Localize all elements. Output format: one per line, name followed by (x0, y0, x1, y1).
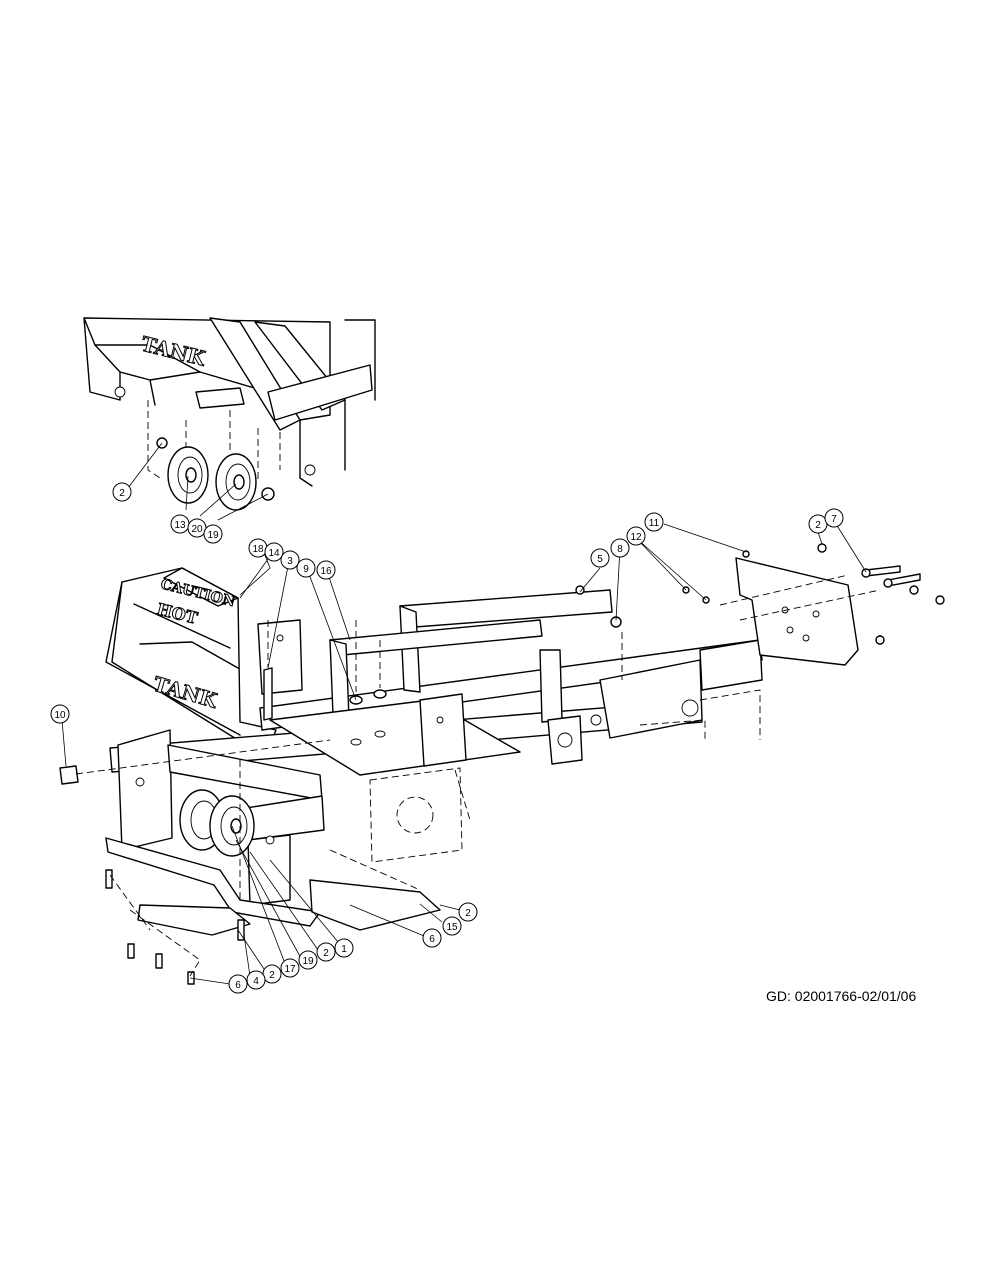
callout-2-inset: 2 (112, 482, 132, 502)
inset-pulley-13 (167, 446, 209, 504)
callout-6-right: 6 (422, 928, 442, 948)
rear-pulley-assembly (105, 729, 441, 936)
alignment-lines (75, 574, 881, 977)
callouts: 2 13 20 19 18 14 3 9 16 10 5 8 12 11 2 7… (50, 442, 867, 994)
callout-16: 16 (316, 560, 336, 580)
svg-text:3: 3 (287, 556, 293, 567)
inset-shaft (195, 387, 245, 409)
svg-text:2: 2 (323, 948, 329, 959)
engine-plate (369, 767, 471, 863)
callout-14: 14 (264, 542, 284, 562)
svg-text:6: 6 (429, 934, 435, 945)
callout-6-left: 6 (228, 974, 248, 994)
svg-text:8: 8 (617, 544, 623, 555)
svg-text:2: 2 (815, 520, 821, 531)
svg-text:17: 17 (284, 964, 296, 975)
underside-plate (137, 904, 251, 936)
callout-18: 18 (248, 538, 268, 558)
callout-20: 20 (187, 518, 207, 538)
callout-7: 7 (824, 508, 844, 528)
callout-19: 19 (298, 950, 318, 970)
tank-heat-shield: CAUTION HOT TANK (105, 567, 277, 746)
rear-bottom-plate (309, 879, 441, 931)
svg-text:18: 18 (252, 544, 264, 555)
pin-lower (887, 573, 921, 587)
svg-text:2: 2 (119, 488, 125, 499)
svg-text:9: 9 (303, 564, 309, 575)
callout-1: 1 (334, 938, 354, 958)
rear-crossbox (245, 795, 325, 841)
callout-11: 11 (644, 512, 664, 532)
svg-text:10: 10 (54, 710, 66, 721)
front-bumper-plate (735, 543, 945, 666)
inset-cross-tube (267, 364, 373, 421)
svg-text:11: 11 (649, 518, 660, 529)
inset-tank-body (83, 317, 331, 421)
svg-text:4: 4 (253, 976, 259, 987)
drawing-code: GD: 02001766-02/01/06 (766, 988, 917, 1004)
bumper-plate (735, 557, 859, 666)
callout-2-a: 2 (316, 942, 336, 962)
inset-pulley-20 (215, 453, 257, 511)
callout-5: 5 (590, 548, 610, 568)
callout-10: 10 (50, 704, 70, 724)
belt-guard-plate (105, 837, 321, 927)
callout-3: 3 (280, 550, 300, 570)
callout-2-front: 2 (808, 514, 828, 534)
callout-2-b: 2 (262, 964, 282, 984)
svg-text:5: 5 (597, 554, 603, 565)
callout-12: 12 (626, 526, 646, 546)
nut-2 (817, 543, 827, 553)
svg-text:15: 15 (446, 922, 458, 933)
cap-10 (59, 765, 79, 785)
rear-left-upright (117, 729, 173, 851)
frame-front-bracket (599, 659, 703, 739)
callout-15: 15 (442, 916, 462, 936)
svg-text:20: 20 (191, 524, 203, 535)
svg-text:13: 13 (174, 520, 186, 531)
svg-text:2: 2 (465, 908, 471, 919)
callout-4: 4 (246, 970, 266, 990)
svg-text:19: 19 (302, 956, 314, 967)
bolt-3 (263, 667, 273, 721)
main-frame (109, 589, 763, 776)
svg-text:12: 12 (630, 532, 642, 543)
svg-text:2: 2 (269, 970, 275, 981)
svg-text:1: 1 (341, 944, 347, 955)
callout-2-rear: 2 (458, 902, 478, 922)
callout-19-inset: 19 (203, 524, 223, 544)
hardware (59, 585, 710, 985)
pin-upper (865, 565, 901, 577)
frame-rear-cross (399, 589, 613, 629)
callout-17: 17 (280, 958, 300, 978)
inset-detail-tank-pulleys: TANK (83, 317, 376, 511)
svg-text:7: 7 (831, 514, 837, 525)
svg-text:6: 6 (235, 980, 241, 991)
svg-text:16: 16 (320, 566, 332, 577)
callout-9: 9 (296, 558, 316, 578)
svg-text:19: 19 (207, 530, 219, 541)
callout-13: 13 (170, 514, 190, 534)
svg-text:14: 14 (268, 548, 280, 559)
callout-8: 8 (610, 538, 630, 558)
